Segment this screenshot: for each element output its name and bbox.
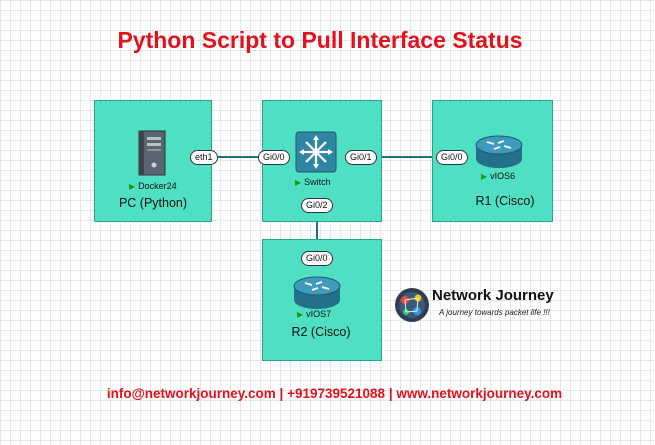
router-icon [293, 276, 341, 309]
router-icon [475, 135, 523, 168]
port-switch-gi02: Gi0/2 [301, 198, 333, 213]
link-pc-switch [212, 156, 262, 158]
network-journey-logo: Network Journey A journey towards packet… [393, 284, 593, 328]
logo-tagline: A journey towards packet life !!! [439, 308, 550, 317]
network-journey-emblem-icon [395, 288, 429, 322]
multilayer-switch-icon [295, 131, 337, 173]
logo-title: Network Journey [432, 287, 554, 304]
link-switch-r2 [316, 212, 318, 252]
port-pc-eth1: eth1 [190, 150, 218, 165]
r1-node-label: R1 (Cisco) [475, 194, 535, 208]
port-switch-gi01: Gi0/1 [345, 150, 377, 165]
footer-contact: info@networkjourney.com | +919739521088 … [106, 386, 563, 401]
page-title: Python Script to Pull Interface Status [117, 27, 523, 53]
link-switch-r1 [382, 156, 432, 158]
pc-device-label: ▶Docker24 [129, 181, 177, 191]
switch-device-label: ▶Switch [295, 177, 331, 187]
node-pc[interactable]: ▶Docker24 PC (Python) [94, 100, 212, 222]
port-switch-gi00: Gi0/0 [258, 150, 290, 165]
pc-node-label: PC (Python) [118, 196, 188, 210]
port-r1-gi00: Gi0/0 [436, 150, 468, 165]
port-r2-gi00: Gi0/0 [301, 251, 333, 266]
r2-node-label: R2 (Cisco) [291, 325, 351, 339]
r1-device-label: ▶vIOS6 [481, 171, 516, 181]
server-tower-icon [138, 130, 166, 176]
r2-device-label: ▶vIOS7 [297, 309, 332, 319]
